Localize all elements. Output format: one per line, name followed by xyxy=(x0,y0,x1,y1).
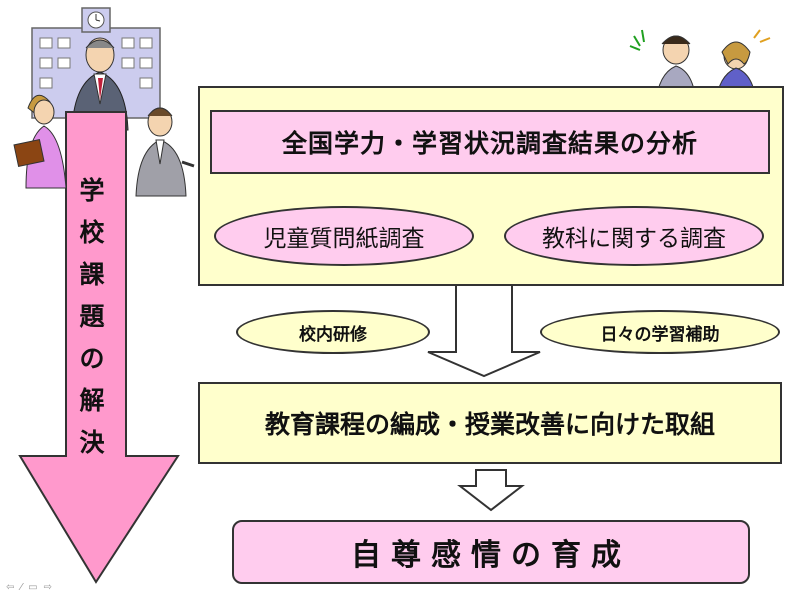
vertical-arrow xyxy=(18,111,180,584)
student-survey-ellipse: 児童質問紙調査 xyxy=(214,206,474,266)
label-char: 決 xyxy=(79,428,105,457)
pen-icon[interactable]: ⁄ xyxy=(20,582,23,593)
subject-survey-ellipse: 教科に関する調査 xyxy=(504,206,764,266)
vertical-arrow-label: 学 校 課 題 の 解 決 xyxy=(72,170,112,464)
flow-arrow-to-goal xyxy=(457,469,525,512)
label-char: 学 xyxy=(79,176,105,205)
label-char: の xyxy=(79,344,105,373)
man-pointing-icon xyxy=(135,107,195,197)
efforts-box: 教育課程の編成・授業改善に向けた取組 xyxy=(198,382,782,464)
goal-box: 自尊感情の育成 xyxy=(232,520,750,584)
label-char: 課 xyxy=(79,260,105,289)
label-char: 解 xyxy=(79,386,105,415)
analysis-title: 全国学力・学習状況調査結果の分析 xyxy=(210,110,770,174)
menu-icon[interactable]: ▭ xyxy=(28,582,38,593)
woman-reading-icon xyxy=(13,94,67,189)
daily-support-ellipse: 日々の学習補助 xyxy=(540,310,780,354)
next-arrow-icon[interactable]: ⇨ xyxy=(43,582,52,593)
prev-arrow-icon[interactable]: ⇦ xyxy=(6,582,15,593)
slide-nav[interactable]: ⇦ ⁄ ▭ ⇨ xyxy=(6,582,52,593)
school-training-ellipse: 校内研修 xyxy=(236,310,430,354)
label-char: 校 xyxy=(79,218,105,247)
flow-arrow-to-efforts xyxy=(427,286,541,378)
label-char: 題 xyxy=(79,302,105,331)
